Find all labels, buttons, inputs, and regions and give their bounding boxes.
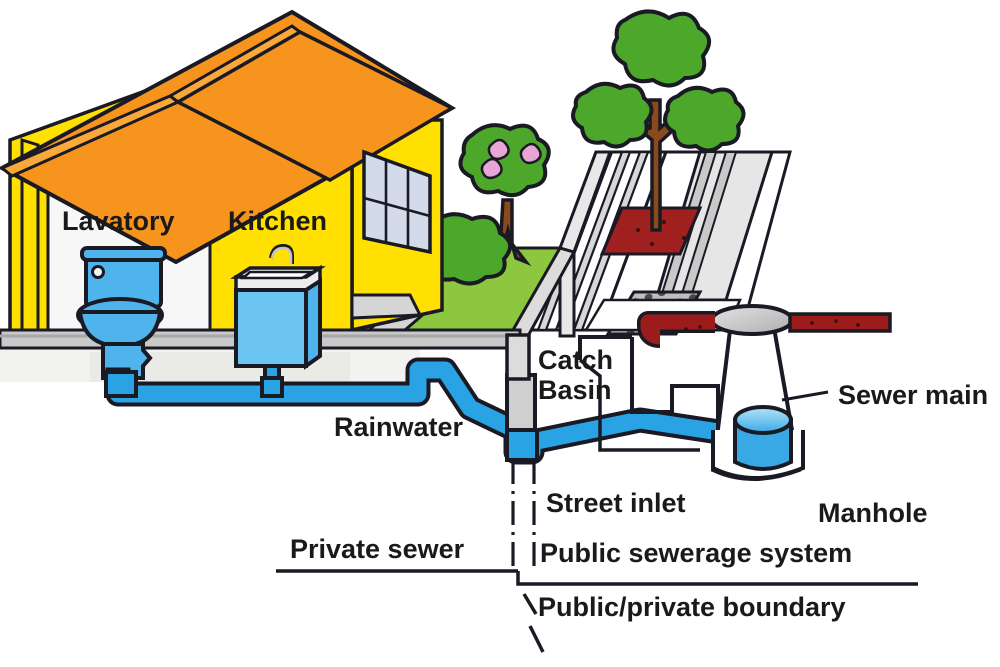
sewer-main-pipe — [637, 311, 892, 348]
label-manhole: Manhole — [818, 498, 928, 528]
label-lavatory: Lavatory — [62, 206, 175, 236]
label-public-private-boundary: Public/private boundary — [538, 592, 846, 622]
label-street-inlet: Street inlet — [546, 488, 686, 518]
street-tree — [571, 9, 746, 232]
house-window — [362, 149, 432, 255]
label-rainwater: Rainwater — [334, 412, 464, 442]
kitchen-sink-fixture — [230, 243, 326, 388]
label-kitchen: Kitchen — [228, 206, 327, 236]
legend-baselines — [276, 569, 918, 653]
manhole-cover — [710, 304, 794, 336]
private-lateral-pipe — [104, 357, 747, 465]
label-sewer-main: Sewer main — [838, 380, 988, 410]
label-catch-basin-line2: Basin — [538, 375, 612, 405]
sewer-main-leader — [781, 390, 829, 402]
manhole-structure — [710, 304, 805, 481]
catch-basin — [505, 333, 539, 462]
label-catch-basin-line1: Catch — [538, 345, 613, 375]
boundary-dashdot-lines — [511, 460, 536, 572]
label-public-sewerage-system: Public sewerage system — [540, 538, 852, 568]
label-private-sewer: Private sewer — [290, 534, 465, 564]
